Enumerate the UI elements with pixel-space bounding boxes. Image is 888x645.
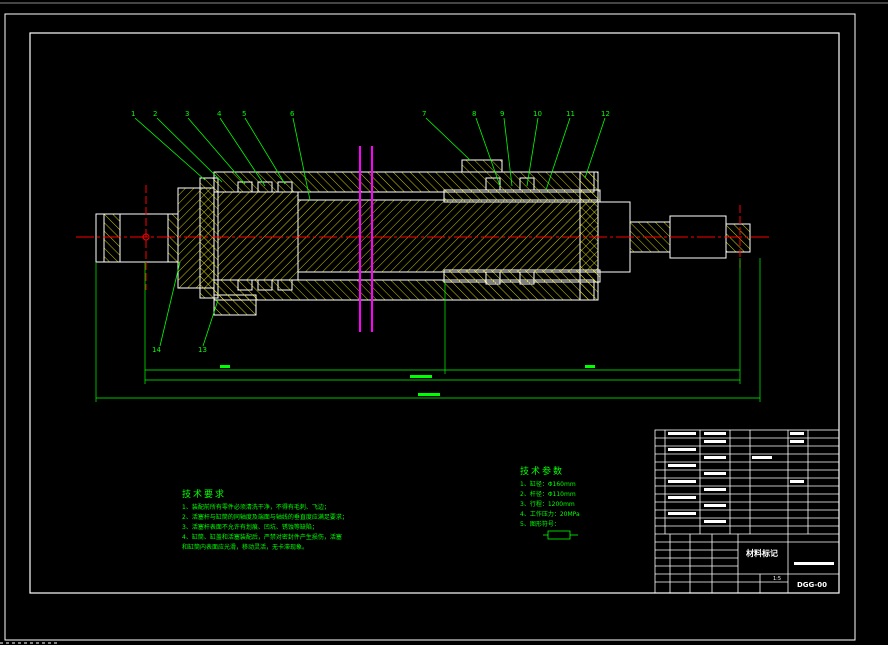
dimension-text-marks xyxy=(220,365,595,396)
tech-params: 技术参数 1、缸径：Φ160mm 2、杆径：Φ110mm 3、行程：1200mm… xyxy=(520,465,580,528)
tech-req-line-3: 3、活塞杆表面不允许有划痕、凹坑、锈蚀等缺陷； xyxy=(182,523,318,531)
tech-param-line-3: 3、行程：1200mm xyxy=(520,500,575,508)
material-label: 材料标记 xyxy=(746,548,778,558)
drawing-scale: 1:5 xyxy=(773,576,781,582)
title-block-text: 材料标记 DGG-00 1:5 xyxy=(746,548,827,589)
callout-2: 2 xyxy=(153,110,157,118)
title-block xyxy=(654,429,840,594)
outer-frame xyxy=(4,13,856,641)
tech-params-title: 技术参数 xyxy=(520,465,564,477)
tech-req-line-4: 4、缸筒、缸盖和活塞装配后，严禁对密封件产生损伤，活塞 xyxy=(182,533,342,541)
tech-param-line-2: 2、杆径：Φ110mm xyxy=(520,490,576,498)
callout-9: 9 xyxy=(500,110,504,118)
callout-5: 5 xyxy=(242,110,246,118)
cylinder-assembly xyxy=(76,146,770,332)
piston xyxy=(217,191,299,281)
right-gland xyxy=(443,189,601,203)
callout-8: 8 xyxy=(472,110,476,118)
tech-req-line-2: 2、活塞杆与缸筒的同轴度及端面与轴线的垂直度应满足要求； xyxy=(182,513,348,521)
callout-10: 10 xyxy=(533,110,542,118)
tech-req-line-5: 和缸筒内表面应光滑，移动灵活，无卡滞现象。 xyxy=(182,543,308,551)
tech-requirements: 技术要求 1、装配前所有零件必须清洗干净，不得有毛刺、飞边； 2、活塞杆与缸筒的… xyxy=(182,488,348,551)
callout-7: 7 xyxy=(422,110,426,118)
tech-param-line-1: 1、缸径：Φ160mm xyxy=(520,480,576,488)
callout-3: 3 xyxy=(185,110,189,118)
tech-param-line-4: 4、工作压力：20MPa xyxy=(520,510,580,518)
callout-14: 14 xyxy=(152,346,161,354)
callout-leaders xyxy=(134,117,606,347)
callout-labels-top: 1 2 3 4 5 6 7 8 9 10 11 12 xyxy=(131,110,610,118)
callout-1: 1 xyxy=(131,110,135,118)
callout-6: 6 xyxy=(290,110,295,118)
title-block-fills xyxy=(668,432,834,565)
callout-11: 11 xyxy=(566,110,575,118)
dimensions xyxy=(95,258,761,402)
drawing-number: DGG-00 xyxy=(797,581,827,589)
tech-requirements-title: 技术要求 xyxy=(182,488,226,500)
tech-req-line-1: 1、装配前所有零件必须清洗干净，不得有毛刺、飞边； xyxy=(182,503,330,511)
callout-13: 13 xyxy=(198,346,207,354)
callout-labels-bottom: 14 13 xyxy=(152,346,207,354)
callout-12: 12 xyxy=(601,110,610,118)
tech-param-line-5: 5、图形符号： xyxy=(520,520,560,528)
graphic-symbol xyxy=(543,530,578,540)
right-end-cap xyxy=(579,171,599,301)
oil-port xyxy=(461,159,503,173)
piston-rod xyxy=(297,199,599,273)
drawing-border xyxy=(29,32,840,594)
callout-4: 4 xyxy=(217,110,222,118)
